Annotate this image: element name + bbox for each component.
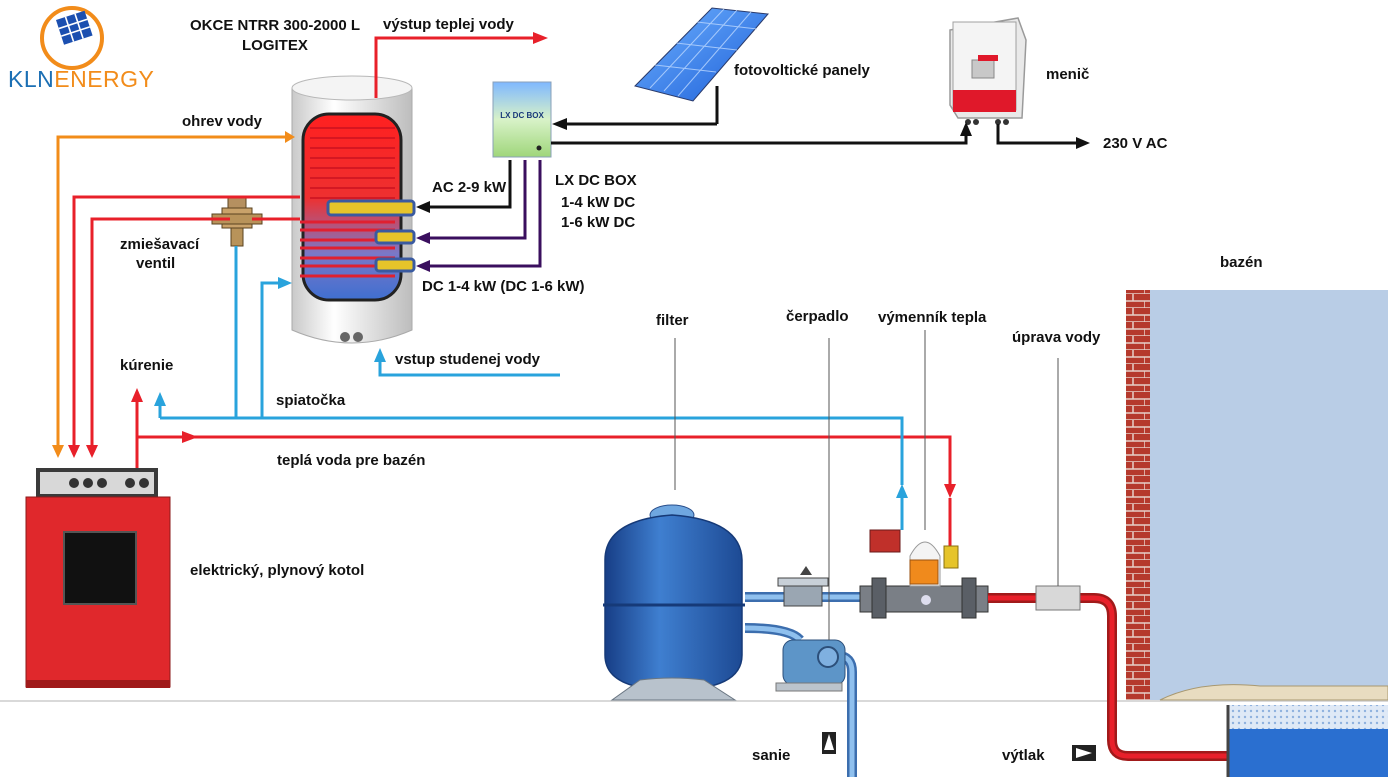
water-tank xyxy=(291,75,416,344)
dc-box-power2: 1-6 kW DC xyxy=(561,214,636,231)
pipes-return xyxy=(154,246,908,530)
pump xyxy=(775,338,846,692)
return-label: spiatočka xyxy=(276,392,346,409)
suction-marker xyxy=(822,732,836,754)
inverter-label: menič xyxy=(1046,66,1090,83)
boiler xyxy=(25,468,171,688)
solar-panel xyxy=(634,7,770,124)
filter-label: filter xyxy=(656,312,689,329)
pool-warm-water-label: teplá voda pre bazén xyxy=(277,452,426,469)
logo-wordmark: KLNENERGY xyxy=(8,66,154,93)
pool xyxy=(1126,290,1388,777)
pipes-heating xyxy=(52,32,956,548)
wiring xyxy=(416,118,1090,272)
cold-water-in-label: vstup studenej vody xyxy=(395,351,541,368)
ac-output-label: 230 V AC xyxy=(1103,135,1168,152)
pool-label: bazén xyxy=(1220,254,1263,271)
pump-label: čerpadlo xyxy=(786,308,849,325)
suction-label: sanie xyxy=(752,747,791,764)
heating-label: kúrenie xyxy=(120,357,174,374)
dc-box-label: LX DC BOX xyxy=(555,172,637,189)
heat-exchanger xyxy=(859,330,989,619)
hot-water-out-label: výstup teplej vody xyxy=(383,16,514,33)
boiler-label: elektrický, plynový kotol xyxy=(190,562,365,579)
dc-heater-label: DC 1-4 kW (DC 1-6 kW) xyxy=(422,278,585,295)
water-heating-label: ohrev vody xyxy=(182,113,263,130)
logo-energy: ENERGY xyxy=(54,66,155,92)
pool-return-pipe xyxy=(988,358,1228,761)
water-treatment-unit xyxy=(1035,585,1081,611)
tank-title-line2: LOGITEX xyxy=(242,37,308,54)
ac-heater-label: AC 2-9 kW xyxy=(432,179,507,196)
dc-box-panel-title: LX DC BOX xyxy=(500,111,544,120)
mixing-valve xyxy=(211,197,263,247)
discharge-label: výtlak xyxy=(1002,747,1045,764)
mixing-valve-label-line2: ventil xyxy=(136,255,176,272)
mixing-valve-label-line1: zmiešavací xyxy=(120,236,200,253)
logo-kln: KLN xyxy=(8,66,55,92)
discharge-marker xyxy=(1072,745,1096,761)
heat-exchanger-label: výmenník tepla xyxy=(878,309,987,326)
dc-box-power1: 1-4 kW DC xyxy=(561,194,636,211)
pv-panels-label: fotovoltické panely xyxy=(734,62,870,79)
tank-title-line1: OKCE NTRR 300-2000 L xyxy=(190,17,361,34)
inverter xyxy=(949,17,1027,125)
kln-energy-logo xyxy=(40,6,104,70)
lx-dc-box: LX DC BOX xyxy=(492,81,552,158)
water-treatment-label: úprava vody xyxy=(1012,329,1101,346)
sand-filter xyxy=(603,338,745,701)
